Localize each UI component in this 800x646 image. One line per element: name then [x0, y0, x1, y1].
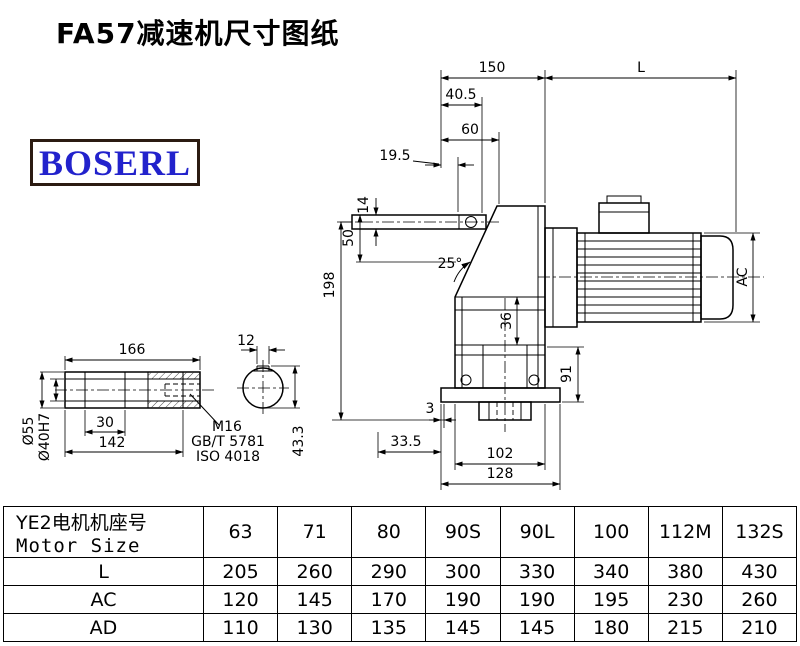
standard-iso-label: ISO 4018	[196, 449, 260, 465]
motor-endbell-lines	[584, 233, 694, 322]
size-90L: 90L	[499, 506, 575, 558]
table-cell: 130	[277, 613, 353, 642]
gearbox-foot-plate	[440, 387, 561, 403]
foot-bolt-hole-right	[528, 374, 540, 386]
gearbox-main-view	[351, 205, 561, 421]
shaft-detail-view: 166 Ø55 Ø40H7 30 142 12 43.3 M16 GB/T 57…	[21, 333, 307, 465]
size-71: 71	[277, 506, 353, 558]
table-cell: 260	[721, 585, 798, 614]
technical-drawing: 150 L 40.5 60 19.5 14 50 25° 198 36 91 A…	[21, 60, 764, 490]
dim-3-label: 3	[426, 401, 435, 417]
dim-AC-label: AC	[735, 267, 751, 286]
header-line-en: Motor Size	[16, 534, 141, 557]
extension-lines	[332, 70, 760, 490]
table-header-row: YE2电机机座号 Motor Size 63 71 80 90S 90L 100…	[3, 506, 798, 558]
dim-bore40-label: Ø40H7	[37, 413, 53, 461]
table-cell: 145	[277, 585, 353, 614]
motor-fan-cowl	[700, 235, 734, 320]
motor-flange	[544, 227, 578, 328]
table-cell: 330	[499, 557, 575, 586]
size-132S: 132S	[721, 506, 798, 558]
dim-19-5-leader	[412, 160, 440, 165]
table-row-L: L 205 260 290 300 330 340 380 430	[3, 557, 798, 586]
angle-leader-arc	[453, 261, 471, 283]
main-view-dimensions: 150 L 40.5 60 19.5 14 50 25° 198 36 91 A…	[322, 60, 756, 487]
table-cell: 380	[647, 557, 723, 586]
row-label-AD: AD	[3, 613, 204, 642]
size-112M: 112M	[647, 506, 723, 558]
table-cell: 340	[573, 557, 649, 586]
dim-198-label: 198	[322, 272, 338, 299]
dim-od55-label: Ø55	[21, 417, 37, 446]
table-cell: 430	[721, 557, 798, 586]
dim-91-label: 91	[559, 365, 575, 383]
dim-166-label: 166	[119, 342, 146, 358]
output-bore-hidden-lines	[496, 402, 514, 420]
dim-14-label: 14	[356, 196, 372, 214]
table-cell: 120	[202, 585, 279, 614]
foot-bolt-hole-left	[460, 374, 472, 386]
dimension-table: YE2电机机座号 Motor Size 63 71 80 90S 90L 100…	[3, 506, 798, 642]
dim-36-label: 36	[499, 312, 515, 330]
table-cell: 190	[425, 585, 501, 614]
table-cell: 210	[721, 613, 798, 642]
standard-gb-label: GB/T 5781	[191, 434, 265, 450]
dim-L-label: L	[637, 60, 645, 76]
table-cell: 145	[499, 613, 575, 642]
thread-m16-label: M16	[212, 419, 242, 435]
table-cell: 205	[202, 557, 279, 586]
table-cell: 170	[351, 585, 427, 614]
dim-19-5-label: 19.5	[379, 148, 410, 164]
motor-terminal-box	[598, 202, 650, 234]
table-cell: 260	[277, 557, 353, 586]
dim-128-label: 128	[487, 466, 514, 482]
size-63: 63	[202, 506, 279, 558]
motor-cooling-ribs	[577, 240, 701, 314]
row-label-AC: AC	[3, 585, 204, 614]
header-line-cn: YE2电机机座号	[16, 511, 147, 534]
row-label-L: L	[3, 557, 204, 586]
table-cell: 180	[573, 613, 649, 642]
shaft-hatch-bottom	[148, 401, 200, 408]
table-row-AD: AD 110 130 135 145 145 180 215 210	[3, 613, 798, 642]
size-100: 100	[573, 506, 649, 558]
dim-40-5-label: 40.5	[445, 87, 476, 103]
dim-60-label: 60	[461, 122, 479, 138]
dim-150-label: 150	[479, 60, 506, 76]
motor-view	[544, 195, 734, 328]
dim-30-label: 30	[96, 415, 114, 431]
boserl-logo: BOSERL	[30, 139, 200, 186]
gearbox-internal-lines	[455, 206, 545, 420]
center-lines	[340, 221, 764, 432]
size-90S: 90S	[425, 506, 501, 558]
dim-50-label: 50	[341, 229, 357, 247]
motor-terminal-box-cap	[606, 195, 642, 204]
main-view-extension-lines	[332, 70, 760, 490]
dim-33-5-label: 33.5	[390, 434, 421, 450]
table-cell: 215	[647, 613, 723, 642]
m16-leader	[189, 393, 220, 426]
dim-12-label: 12	[237, 333, 255, 349]
dim-43-3-label: 43.3	[291, 425, 307, 456]
shaft-hatch-top	[148, 372, 200, 379]
section-centerlines	[237, 360, 289, 416]
table-cell: 190	[499, 585, 575, 614]
boserl-logo-text: BOSERL	[38, 142, 192, 183]
table-cell: 290	[351, 557, 427, 586]
table-cell: 230	[647, 585, 723, 614]
dim-25deg-label: 25°	[438, 256, 463, 272]
table-cell: 300	[425, 557, 501, 586]
table-row-AC: AC 120 145 170 190 190 195 230 260	[3, 585, 798, 614]
dim-142-label: 142	[99, 435, 126, 451]
dim-102-label: 102	[487, 446, 514, 462]
table-cell: 110	[202, 613, 279, 642]
page-title: FA57减速机尺寸图纸	[56, 17, 340, 50]
size-80: 80	[351, 506, 427, 558]
motor-body	[576, 232, 702, 323]
table-cell: 145	[425, 613, 501, 642]
table-cell: 135	[351, 613, 427, 642]
thread-hole-hidden-lines	[164, 383, 200, 397]
motor-size-header-cell: YE2电机机座号 Motor Size	[3, 506, 204, 558]
table-cell: 195	[573, 585, 649, 614]
